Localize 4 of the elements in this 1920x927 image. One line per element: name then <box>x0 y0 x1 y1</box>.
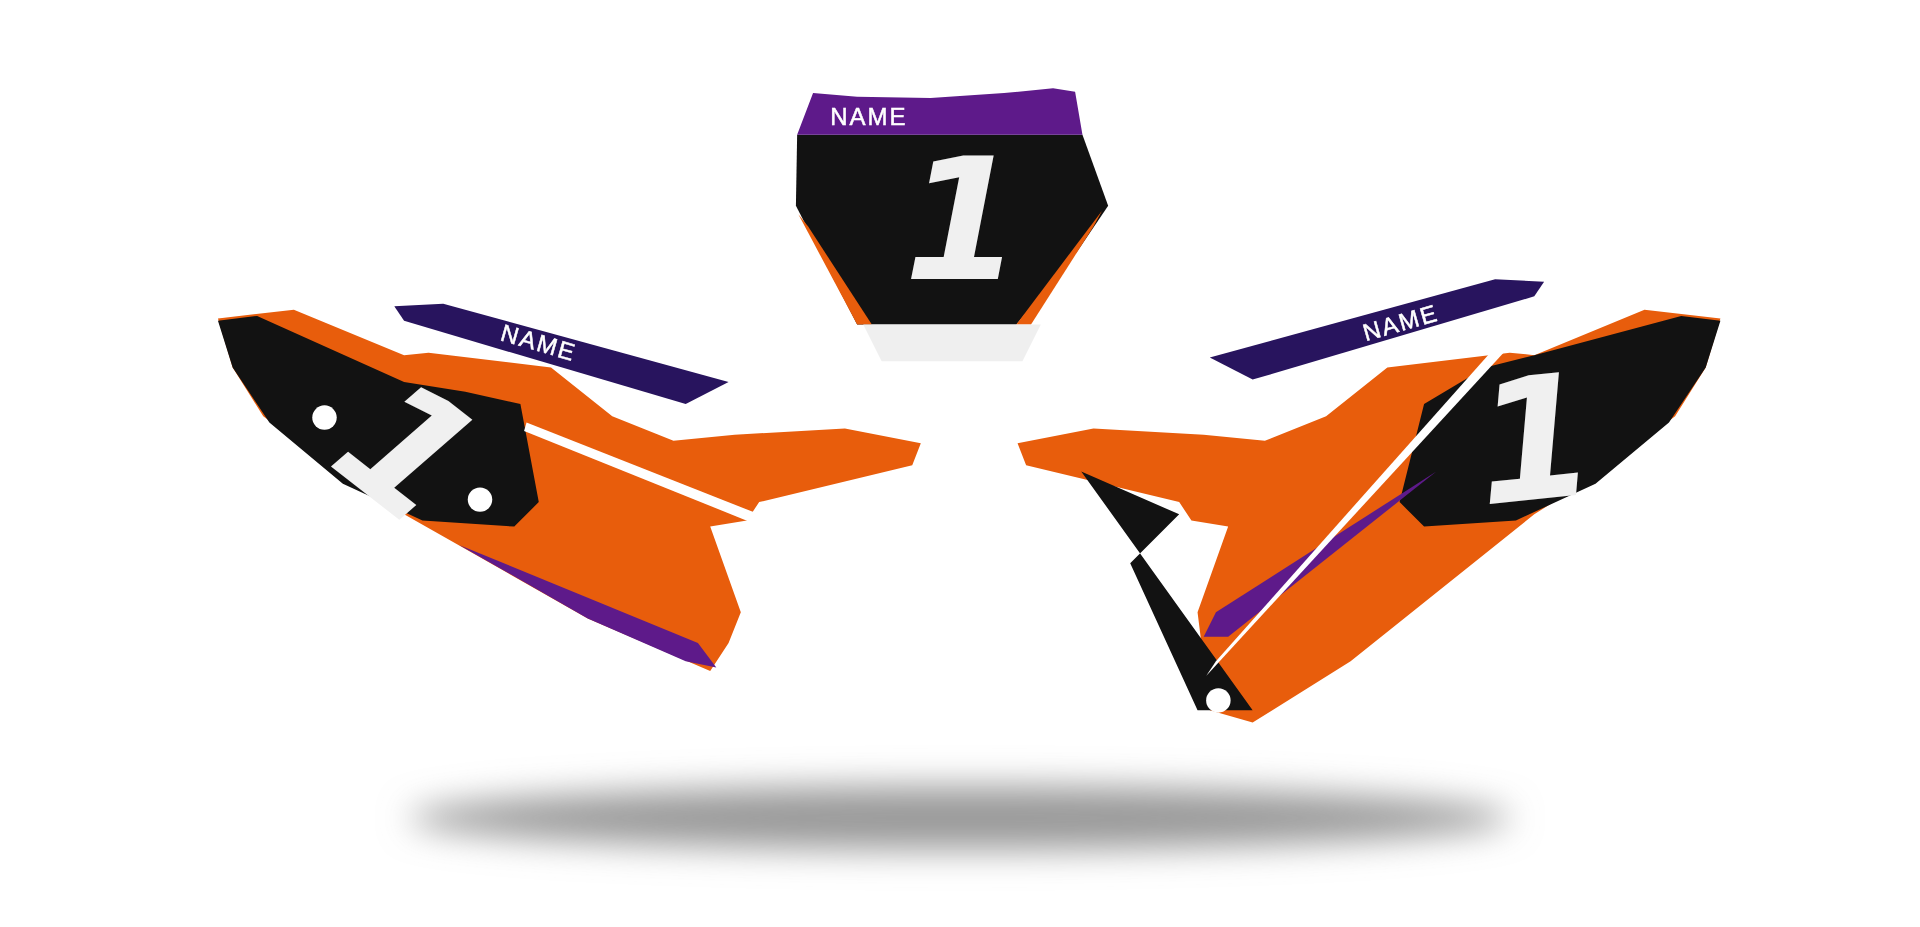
rider-name: NAME <box>830 105 908 130</box>
race-number: 1 <box>903 134 1022 305</box>
race-number: 1 <box>1466 349 1603 531</box>
rider-name: NAME <box>1359 300 1441 346</box>
